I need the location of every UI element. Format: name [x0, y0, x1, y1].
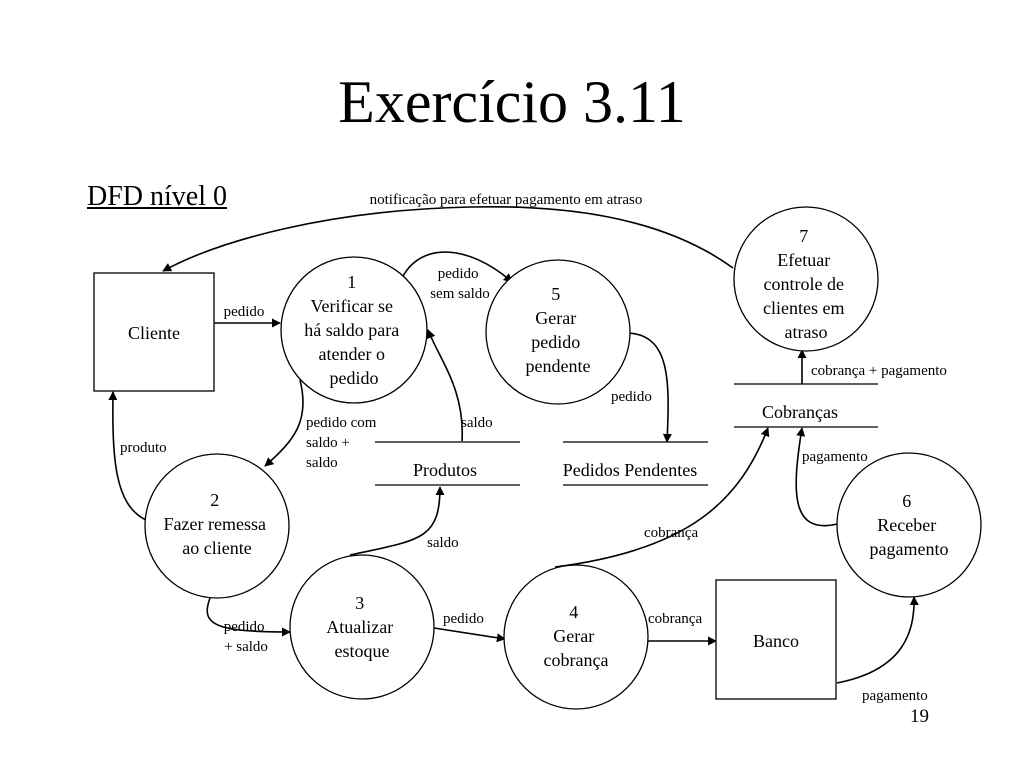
process-5: 5 Gerar pedido pendente	[485, 259, 631, 405]
entity-cliente-label: Cliente	[128, 323, 180, 343]
label-saldo-produtos-p1: saldo	[461, 415, 493, 431]
store-pedidos-pendentes-label: Pedidos Pendentes	[563, 460, 698, 480]
flow-pedido-saldo-p2-p3	[206, 597, 291, 637]
label-pedido-saldo-p2-p3: pedido + saldo	[224, 619, 269, 655]
label-pedido-sem-saldo: pedido sem saldo	[430, 266, 490, 302]
label-cobranca-p4-store: cobrança	[644, 525, 698, 541]
store-cobrancas-label: Cobranças	[762, 402, 838, 422]
process-4: 4 Gerar cobrança	[503, 564, 649, 710]
label-produto: produto	[120, 440, 167, 456]
label-pagamento-banco-p6: pagamento	[862, 688, 928, 704]
process-7-label: 7 Efetuar controle de clientes em atraso	[763, 226, 849, 342]
flow-produto	[108, 391, 147, 521]
store-pedidos-pendentes: Pedidos Pendentes	[563, 441, 708, 486]
label-saldo-p3-produtos: saldo	[427, 535, 459, 551]
label-cobranca-p4-banco: cobrança	[648, 611, 702, 627]
store-cobrancas: Cobranças	[734, 383, 878, 428]
flow-pagamento-p6-store	[795, 427, 838, 527]
process-4-label: 4 Gerar cobrança	[544, 602, 609, 670]
flow-pedido-sem-saldo	[400, 251, 513, 283]
store-produtos: Produtos	[375, 441, 520, 486]
process-1: 1 Verificar se há saldo para atender o p…	[280, 256, 428, 404]
label-notificacao: notificação para efetuar pagamento em at…	[370, 192, 643, 208]
label-pedido-cliente-p1: pedido	[224, 304, 265, 320]
process-6-label: 6 Receber pagamento	[870, 491, 949, 559]
process-3-label: 3 Atualizar estoque	[326, 593, 397, 661]
store-produtos-label: Produtos	[413, 460, 477, 480]
label-pagamento-p6-store: pagamento	[802, 449, 868, 465]
process-7: 7 Efetuar controle de clientes em atraso	[733, 206, 879, 352]
process-5-label: 5 Gerar pedido pendente	[526, 284, 591, 376]
flow-pedido-com-saldo	[264, 379, 304, 467]
flow-saldo-produtos-p1	[426, 329, 463, 442]
entity-banco-label: Banco	[753, 631, 799, 651]
slide-title: Exercício 3.11	[338, 69, 686, 135]
page-number: 19	[910, 706, 929, 727]
flow-pagamento-banco-p6	[836, 596, 919, 684]
diagram-subtitle: DFD nível 0	[87, 181, 227, 212]
label-pedido-p5-store: pedido	[611, 389, 652, 405]
label-pedido-com-saldo: pedido com saldo + saldo	[306, 415, 380, 471]
process-2-label: 2 Fazer remessa ao cliente	[164, 490, 271, 558]
process-6: 6 Receber pagamento	[836, 452, 982, 598]
label-pedido-p3-p4: pedido	[443, 611, 484, 627]
flow-cobranca-p4-store	[554, 427, 770, 568]
process-3: 3 Atualizar estoque	[289, 554, 435, 700]
process-2: 2 Fazer remessa ao cliente	[144, 453, 290, 599]
flow-saldo-p3-produtos	[349, 486, 445, 556]
entity-cliente: Cliente	[93, 272, 215, 392]
flow-pedido-p3-p4	[433, 627, 506, 643]
flow-notificacao	[162, 205, 734, 272]
process-1-label: 1 Verificar se há saldo para atender o p…	[304, 272, 403, 388]
entity-banco: Banco	[715, 579, 837, 700]
flow-pedido-p5-store	[627, 332, 672, 443]
label-cobranca-pagamento: cobrança + pagamento	[811, 363, 947, 379]
